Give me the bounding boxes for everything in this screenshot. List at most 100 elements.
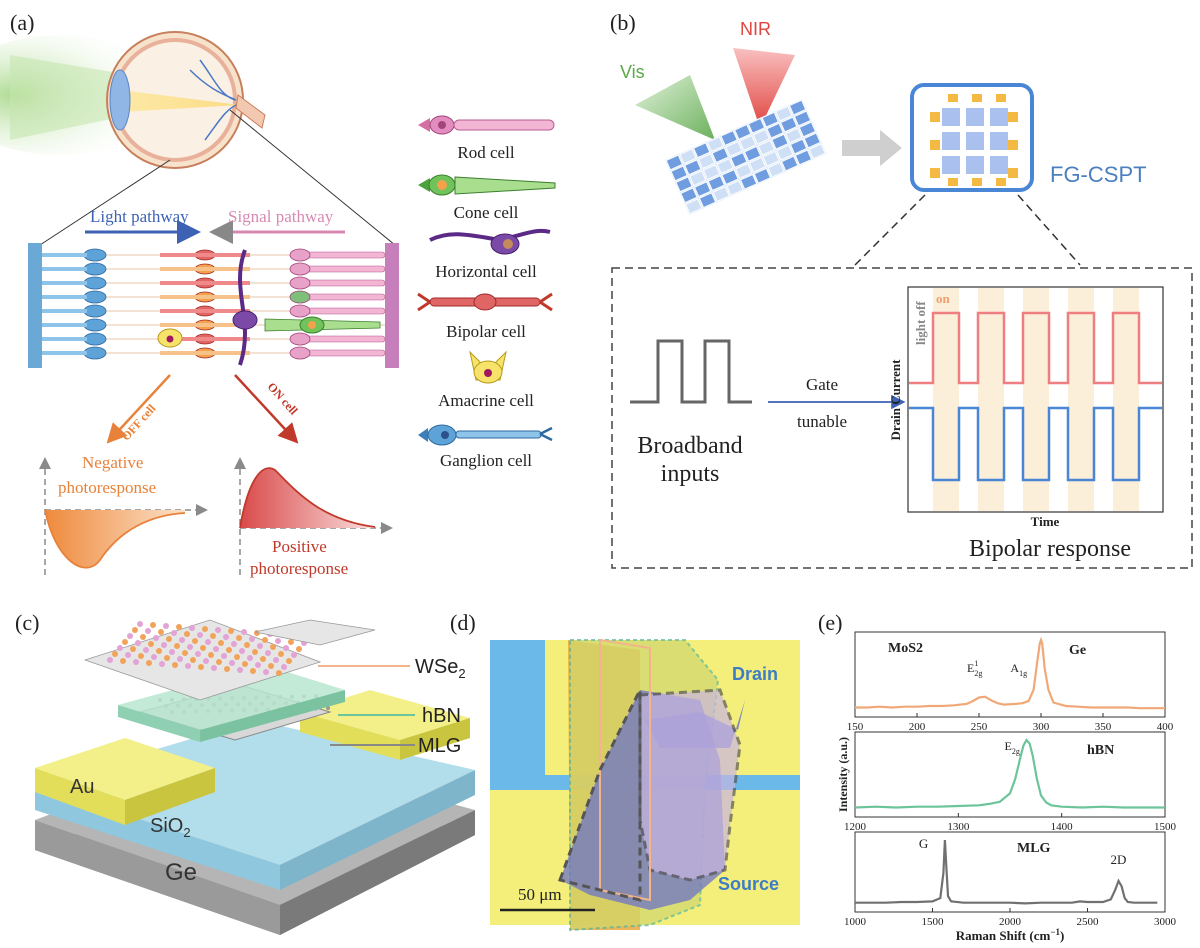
raman-tick-label: 1400 — [1051, 821, 1074, 833]
ganglion-cell — [83, 346, 107, 360]
raman-tick-label: 1500 — [1154, 821, 1177, 833]
rod-cell — [289, 346, 311, 360]
hbn-layer — [118, 665, 345, 742]
panel-b-label: (b) — [610, 10, 636, 35]
eye-illustration — [106, 31, 266, 169]
zoom-dash-left — [854, 194, 926, 266]
vis-light-cone — [635, 75, 715, 140]
raman-tick-label: 1300 — [947, 821, 970, 833]
rod-cell — [289, 276, 311, 290]
rod-cell — [289, 262, 311, 276]
raman-line-0 — [855, 636, 1165, 710]
panel-c-label: (c) — [15, 610, 39, 635]
raman-peak-label: E2g — [1005, 739, 1020, 756]
raman-ylabel: Intensity (a.u.) — [836, 737, 850, 812]
scale-label: 50 μm — [518, 885, 562, 904]
cone-cell-icon — [418, 174, 556, 196]
signal-pathway-label: Signal pathway — [228, 207, 334, 226]
tunable-label: tunable — [797, 412, 847, 431]
ganglion-cell — [83, 290, 107, 304]
positive-label-1: Positive — [272, 537, 327, 556]
rod-cell — [289, 332, 311, 346]
zoom-line-right — [229, 109, 396, 246]
mlg-label: MLG — [418, 735, 461, 757]
panel-d: (d) Drain Source 50 μm — [450, 610, 800, 932]
device-label: FG-CSPT — [1050, 162, 1147, 187]
ganglion-cell-icon — [418, 424, 553, 446]
zoom-line-left — [39, 159, 171, 246]
amacrine-cell-icon — [469, 350, 507, 384]
rod-cell — [289, 304, 311, 318]
ganglion-cell — [83, 318, 107, 332]
process-arrow — [842, 130, 902, 166]
drain-label: Drain — [732, 664, 778, 684]
ganglion-cell — [83, 262, 107, 276]
raman-series-label: hBN — [1087, 743, 1114, 758]
raman-tick-label: 250 — [971, 721, 988, 733]
raman-line-2 — [855, 839, 1158, 905]
cell-legend: Rod cell Cone cell Horizontal cell Bipol… — [417, 115, 556, 470]
on-label: on — [936, 291, 951, 306]
chip-icon — [910, 83, 1034, 192]
raman-tick-label: 3000 — [1154, 916, 1177, 928]
raman-annotation: A1g — [1010, 661, 1027, 678]
retina-cells — [28, 243, 399, 368]
raman-tick-label: 2500 — [1077, 916, 1100, 928]
overlap-region — [638, 688, 742, 882]
off-cell-arrow — [106, 374, 171, 444]
au-label: Au — [70, 776, 94, 798]
wse2-layer — [83, 619, 376, 701]
raman-tick-label: 200 — [909, 721, 926, 733]
positive-response-trace — [909, 311, 1162, 385]
raman-tick-label: 400 — [1157, 721, 1174, 733]
input-pulse — [630, 339, 752, 404]
gate-label: Gate — [806, 375, 838, 394]
wse2-label: WSe2 — [415, 656, 466, 681]
cell-label-bipolar: Bipolar cell — [446, 322, 526, 341]
source-label: Source — [718, 874, 779, 894]
ganglion-cell — [83, 276, 107, 290]
zoom-dash-right — [1017, 194, 1081, 266]
ganglion-cell — [83, 304, 107, 318]
negative-response-plot: Negative photoresponse — [39, 453, 208, 575]
negative-label-2: photoresponse — [58, 478, 156, 497]
bipolar-response-label: Bipolar response — [969, 536, 1131, 562]
light-pathway-label: Light pathway — [90, 207, 189, 226]
cell-label-ganglion: Ganglion cell — [440, 451, 532, 470]
ganglion-cell — [83, 248, 107, 262]
raman-series-label: MLG — [1017, 841, 1051, 856]
raman-tick-label: 350 — [1095, 721, 1112, 733]
raman-peak-label: Ge — [1069, 643, 1086, 658]
raman-tick-label: 1500 — [922, 916, 945, 928]
ge-label: Ge — [165, 859, 197, 886]
raman-tick-label: 300 — [1033, 721, 1050, 733]
hbn-label: hBN — [422, 705, 461, 727]
positive-response-plot: Positive photoresponse — [234, 457, 393, 578]
vis-label: Vis — [620, 62, 645, 82]
inset-box — [611, 267, 1193, 569]
inputs-label-1: Broadband — [637, 433, 742, 459]
raman-tick-label: 1200 — [844, 821, 867, 833]
inputs-label-2: inputs — [661, 461, 720, 487]
horizontal-cell-icon — [429, 229, 551, 255]
panel-b: (b) NIR Vis FG-CSPT Broadband inputs Gat — [610, 10, 1193, 569]
cell-label-cone: Cone cell — [454, 203, 519, 222]
cell-label-horizontal: Horizontal cell — [435, 262, 537, 281]
bipolar-response-plot: on light off Drain Current Time — [888, 286, 1164, 529]
time-label: Time — [1031, 514, 1060, 529]
raman-xlabel: Raman Shift (cm−1) — [956, 927, 1065, 943]
negative-label-1: Negative — [82, 453, 143, 472]
negative-response-trace — [909, 406, 1162, 482]
cell-label-amacrine: Amacrine cell — [438, 391, 534, 410]
raman-tick-label: 1000 — [844, 916, 867, 928]
drain-current-label: Drain Current — [888, 359, 903, 441]
raman-tick-label: 150 — [847, 721, 864, 733]
rod-cell-icon — [418, 115, 555, 135]
cell-label-rod: Rod cell — [457, 143, 514, 162]
